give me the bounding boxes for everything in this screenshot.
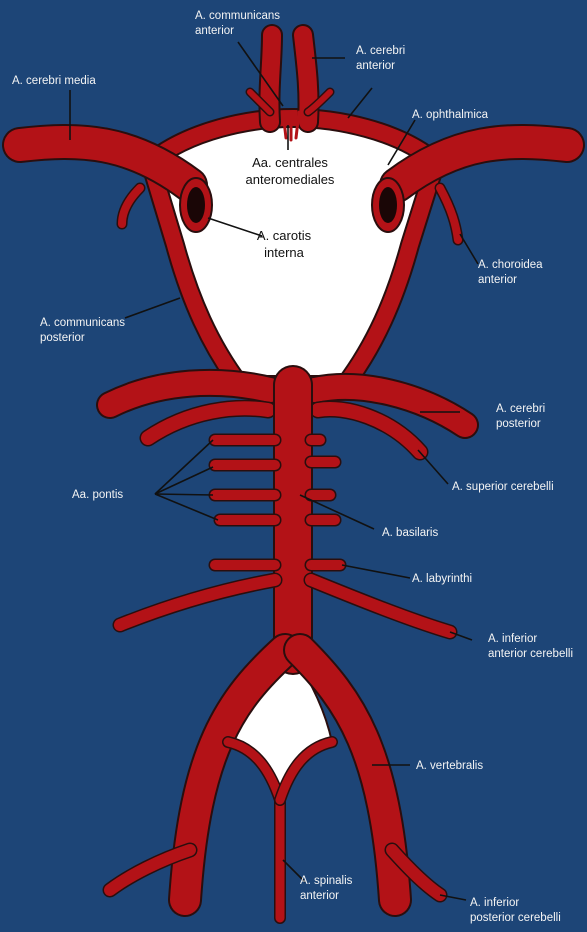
label-line: A. choroidea xyxy=(478,259,543,271)
label-cerebri-media: A. cerebri media xyxy=(12,75,96,87)
label-line: posterior cerebelli xyxy=(470,912,561,924)
label-line: anteromediales xyxy=(246,172,335,187)
label-pontis: Aa. pontis xyxy=(72,489,123,501)
label-line: anterior xyxy=(300,890,339,902)
label-choroidea: A. choroidea anterior xyxy=(478,259,543,286)
label-line: A. communicans xyxy=(40,317,125,329)
label-basilaris: A. basilaris xyxy=(382,527,438,539)
label-inferior-posterior: A. inferior posterior cerebelli xyxy=(470,897,561,924)
label-line: A. carotis xyxy=(257,228,312,243)
label-spinalis: A. spinalis anterior xyxy=(300,875,353,902)
label-comm-posterior: A. communicans posterior xyxy=(40,317,125,344)
label-line: Aa. pontis xyxy=(72,489,123,501)
label-inferior-anterior: A. inferior anterior cerebelli xyxy=(488,633,573,660)
label-line: anterior xyxy=(478,274,517,286)
label-line: posterior xyxy=(496,418,541,430)
label-line: A. vertebralis xyxy=(416,760,483,772)
label-cerebri-posterior: A. cerebri posterior xyxy=(496,403,545,430)
label-line: A. inferior xyxy=(470,897,519,909)
label-line: A. cerebri xyxy=(496,403,545,415)
label-line: A. inferior xyxy=(488,633,537,645)
label-line: interna xyxy=(264,245,305,260)
label-line: A. labyrinthi xyxy=(412,573,472,585)
label-line: A. cerebri xyxy=(356,45,405,57)
label-vertebralis: A. vertebralis xyxy=(416,760,483,772)
label-line: Aa. centrales xyxy=(252,155,328,170)
label-line: posterior xyxy=(40,332,85,344)
label-ophthalmica: A. ophthalmica xyxy=(412,109,489,121)
label-line: anterior xyxy=(195,25,234,37)
label-line: A. ophthalmica xyxy=(412,109,489,121)
label-line: A. superior cerebelli xyxy=(452,481,554,493)
label-line: A. spinalis xyxy=(300,875,353,887)
label-superior-cerebelli: A. superior cerebelli xyxy=(452,481,554,493)
label-labyrinthi: A. labyrinthi xyxy=(412,573,472,585)
label-cerebri-anterior: A. cerebri anterior xyxy=(356,45,405,72)
label-line: A. basilaris xyxy=(382,527,438,539)
label-line: anterior cerebelli xyxy=(488,648,573,660)
label-line: A. communicans xyxy=(195,10,280,22)
label-line: anterior xyxy=(356,60,395,72)
label-line: A. cerebri media xyxy=(12,75,96,87)
